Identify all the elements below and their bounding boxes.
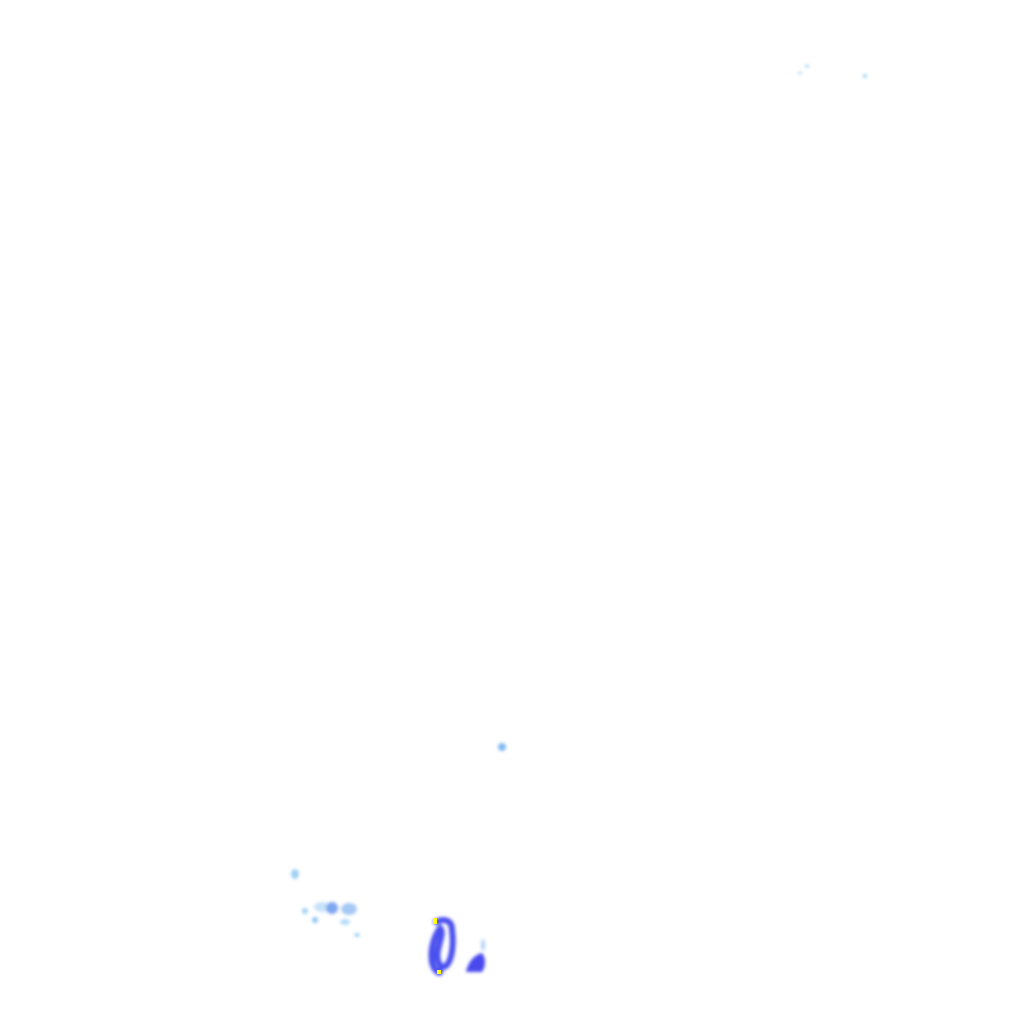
echo-light bbox=[498, 743, 506, 751]
echo-intense bbox=[433, 918, 437, 924]
echo-heavy bbox=[466, 953, 485, 972]
echo-light bbox=[798, 71, 802, 75]
echo-heavy bbox=[428, 917, 456, 976]
echo-intense bbox=[437, 970, 441, 974]
echo-light bbox=[340, 919, 350, 925]
echo-light bbox=[863, 74, 867, 78]
echo-light bbox=[314, 902, 330, 912]
echo-light bbox=[312, 917, 318, 923]
echo-light bbox=[354, 933, 360, 937]
echo-moderate bbox=[326, 902, 338, 914]
echo-light bbox=[291, 869, 299, 879]
echo-light bbox=[302, 908, 308, 914]
echo-light bbox=[481, 939, 485, 951]
echo-light bbox=[341, 903, 357, 915]
echo-light bbox=[805, 64, 809, 68]
